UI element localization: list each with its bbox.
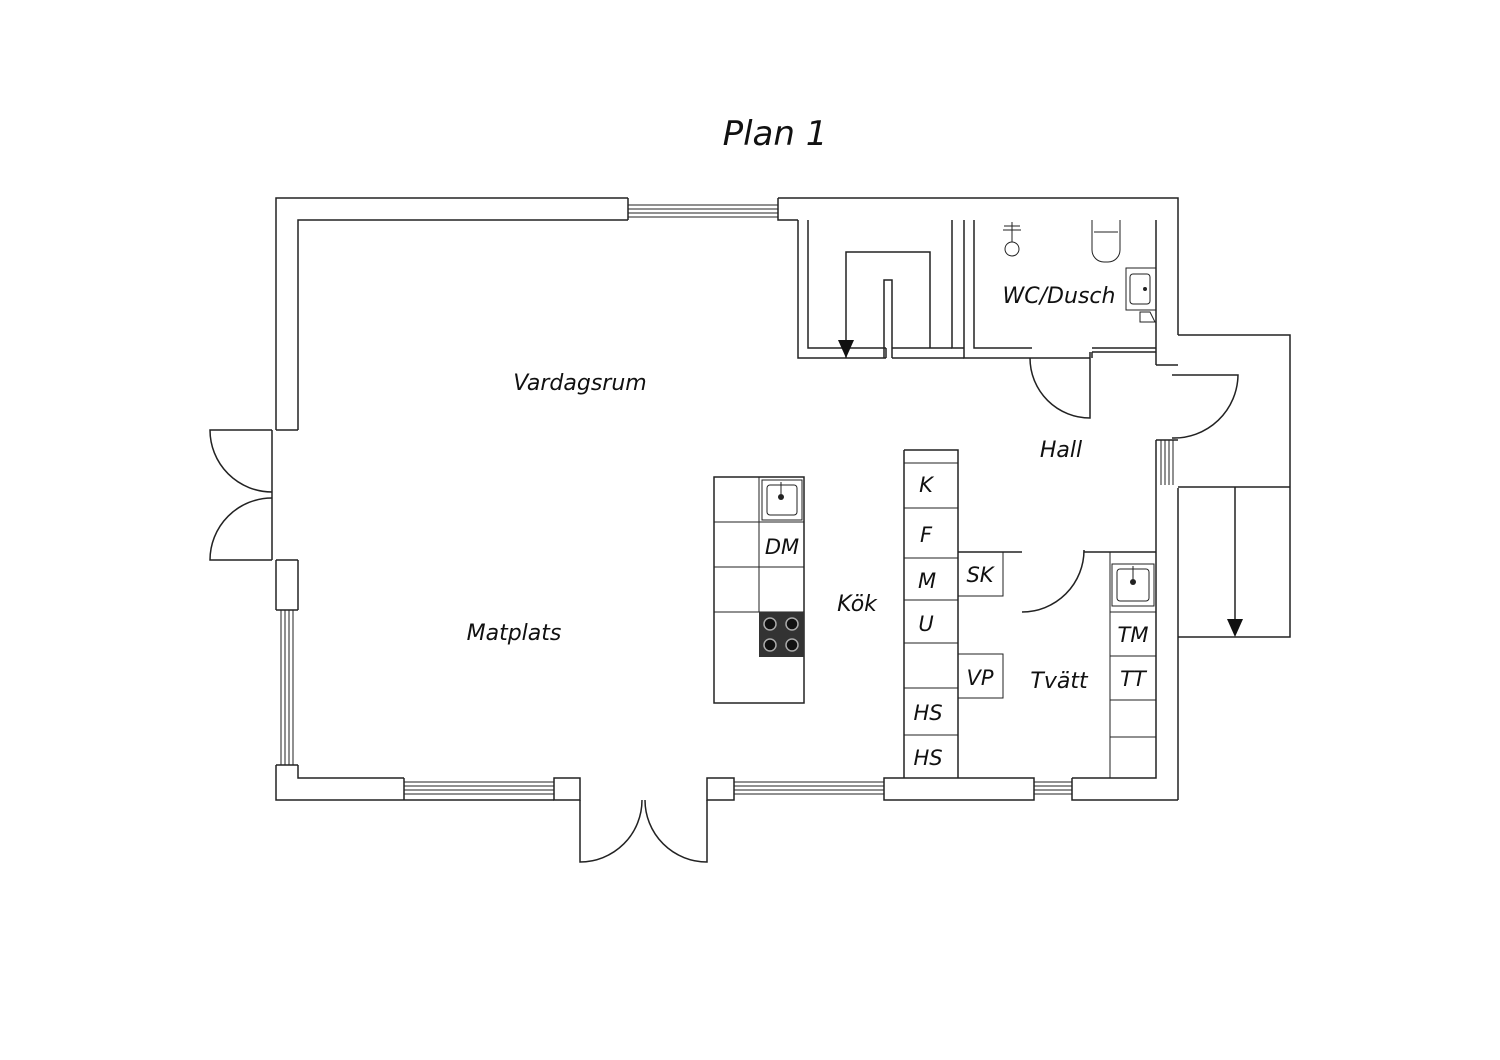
shower-icon [1003,222,1021,257]
label-k: K [919,473,935,497]
basin-icon [1125,267,1157,323]
windows [280,204,1174,795]
room-hall: Hall [1040,438,1082,463]
stair-arrow-icon [838,340,854,358]
label-dm: DM [765,535,799,559]
toilet-icon [1091,220,1121,263]
laundry-sink-icon [1111,563,1155,607]
laundry-fixtures: SK VP TM TT [957,551,1157,779]
label-hs-1: HS [913,701,942,725]
label-sk: SK [966,563,995,587]
doors [209,352,1239,863]
label-f: F [920,523,933,547]
room-matplats: Matplats [467,621,562,646]
plan-title: Plan 1 [723,114,828,154]
label-u: U [918,612,933,636]
label-tm: TM [1118,623,1149,647]
stairs [838,251,1291,638]
appliance-column: K F M U HS HS [904,462,958,770]
label-vp: VP [966,666,993,690]
label-tt: TT [1120,667,1148,691]
steps-arrow-icon [1227,619,1243,637]
room-tvatt: Tvätt [1030,669,1089,694]
label-m: M [918,569,936,593]
label-hs-2: HS [913,746,942,770]
kitchen-island: DM [713,476,805,704]
room-kok: Kök [837,592,878,617]
room-labels: Vardagsrum Matplats Kök WC/Dusch Hall Tv… [467,284,1116,694]
sink-icon [761,479,803,521]
wc-fixtures [1003,220,1157,323]
stove-icon [759,612,804,657]
room-vardagsrum: Vardagsrum [513,371,646,396]
room-wc-dusch: WC/Dusch [1003,284,1116,309]
